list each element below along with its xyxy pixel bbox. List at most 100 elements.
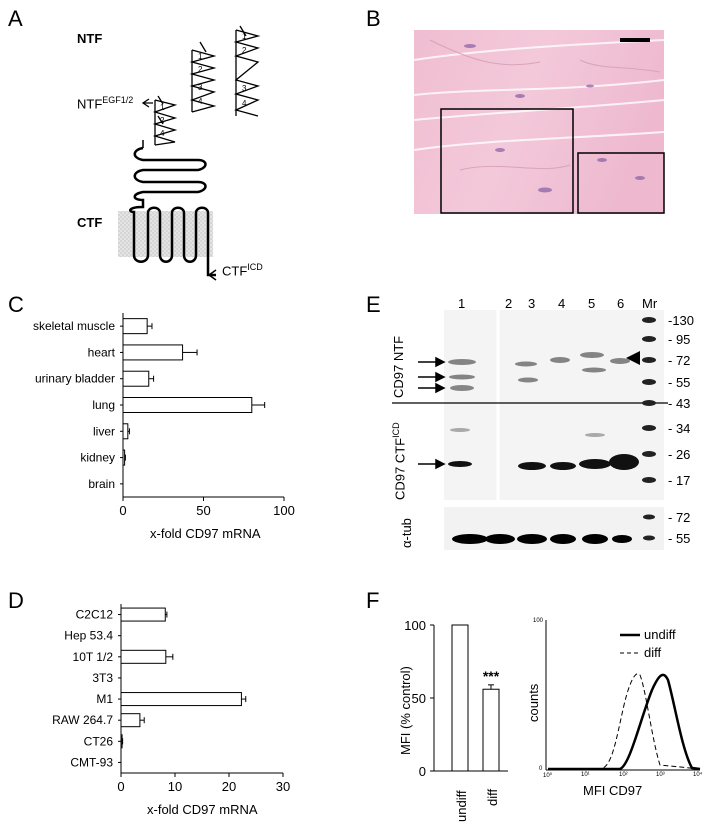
bar xyxy=(482,688,500,772)
egf-stack-right xyxy=(233,25,261,117)
y-tick-label: 0 xyxy=(419,764,426,779)
ctf-label: CTF xyxy=(77,215,103,230)
x-tick-label: 0 xyxy=(117,779,124,794)
panel-letter-b: B xyxy=(366,6,381,31)
egf-stack-middle xyxy=(189,41,217,113)
marker-95: - 95 xyxy=(668,332,691,347)
histogram-xtick-0: 10⁰ xyxy=(543,773,553,779)
undiff-curve xyxy=(548,673,701,771)
ntf-arrows xyxy=(418,356,446,470)
lane-label-6: 6 xyxy=(617,296,625,311)
alpha-tub-label: α-tub xyxy=(399,518,414,548)
ctf-icd-label: CTFICD xyxy=(222,262,263,279)
lane-label-1: 1 xyxy=(458,296,466,311)
bar xyxy=(122,344,184,361)
lane-label-2: 2 xyxy=(505,296,513,311)
lane-label-mr: Mr xyxy=(642,296,658,311)
category-label: M1 xyxy=(96,692,113,706)
marker-55: - 55 xyxy=(668,375,691,390)
category-label: C2C12 xyxy=(76,608,114,622)
histogram-ytick-100: 100 xyxy=(533,618,544,624)
svg-text:2: 2 xyxy=(242,46,247,55)
inset-box-small xyxy=(577,152,665,214)
marker-17: - 17 xyxy=(668,473,691,488)
bar xyxy=(122,370,150,387)
bar xyxy=(451,624,469,772)
category-label: skeletal muscle xyxy=(33,319,115,333)
marker-tub-72: - 72 xyxy=(668,510,691,525)
inset-box-large xyxy=(440,108,574,214)
scale-bar xyxy=(620,38,650,42)
marker-130: -130 xyxy=(668,313,695,328)
bar xyxy=(120,692,242,707)
panel-letter-c: C xyxy=(8,292,24,317)
x-tick-label: 0 xyxy=(119,503,126,518)
bar xyxy=(122,423,129,440)
y-tick-label: 50 xyxy=(412,691,426,706)
histogram-xtick-1: 10¹ xyxy=(581,772,590,778)
svg-text:4: 4 xyxy=(242,99,247,108)
legend-undiff: undiff xyxy=(644,627,676,642)
x-tick-label: 30 xyxy=(276,779,290,794)
cd97-ctf-label: CD97 CTFICD xyxy=(391,422,408,500)
bar xyxy=(120,607,166,622)
marker-72: - 72 xyxy=(668,353,691,368)
panel-letter-a: A xyxy=(8,6,23,31)
chart-d-xlabel: x-fold CD97 mRNA xyxy=(147,802,258,817)
significance-marker: *** xyxy=(483,668,500,684)
svg-text:4: 4 xyxy=(198,97,203,106)
diff-curve xyxy=(548,673,701,770)
chart-f-cat-undiff: undiff xyxy=(454,790,469,822)
category-label: 3T3 xyxy=(92,671,113,685)
x-tick-label: 50 xyxy=(196,503,210,518)
membrane xyxy=(118,211,213,257)
panel-letter-d: D xyxy=(8,588,24,613)
bar xyxy=(122,397,253,413)
x-tick-label: 100 xyxy=(273,503,295,518)
category-label: urinary bladder xyxy=(35,372,115,386)
panel-letter-f: F xyxy=(366,588,380,613)
bar xyxy=(120,649,167,664)
category-label: 10T 1/2 xyxy=(73,650,114,664)
lane-label-5: 5 xyxy=(588,296,596,311)
arrowhead-marker xyxy=(626,351,640,365)
marker-43: - 43 xyxy=(668,396,691,411)
category-label: heart xyxy=(88,345,116,359)
svg-text:1: 1 xyxy=(160,103,165,112)
histogram-xtick-4: 10⁴ xyxy=(693,772,703,778)
histogram-xtick-3: 10³ xyxy=(656,772,665,778)
category-label: brain xyxy=(88,477,115,491)
lane-label-3: 3 xyxy=(528,296,536,311)
category-label: RAW 264.7 xyxy=(52,713,113,727)
marker-34: - 34 xyxy=(668,421,691,436)
bar xyxy=(122,449,126,466)
ntf-label: NTF xyxy=(77,31,103,46)
ctf-icd-fork xyxy=(207,269,217,281)
ntf-egf-label: NTFEGF1/2 xyxy=(77,95,134,112)
legend-diff: diff xyxy=(644,645,662,660)
histogram-xtick-2: 10² xyxy=(619,772,628,778)
svg-text:3: 3 xyxy=(242,84,247,93)
x-tick-label: 20 xyxy=(222,779,236,794)
histogram-xlabel: MFI CD97 xyxy=(583,783,643,798)
y-tick-label: 100 xyxy=(404,618,426,633)
seven-tm-loops xyxy=(129,146,216,277)
category-label: Hep 53.4 xyxy=(64,629,113,643)
bar xyxy=(120,713,141,728)
bar xyxy=(122,318,148,335)
histogram-ylabel: counts xyxy=(526,683,541,722)
bar xyxy=(120,734,123,749)
svg-text:2: 2 xyxy=(198,65,203,74)
category-label: lung xyxy=(92,398,115,412)
histogram-ytick-0: 0 xyxy=(539,766,543,772)
category-label: kidney xyxy=(80,451,115,465)
category-label: liver xyxy=(93,424,115,438)
category-label: CMT-93 xyxy=(70,755,113,769)
egf-stack-small xyxy=(141,95,178,146)
cd97-ntf-label: CD97 NTF xyxy=(391,335,406,398)
